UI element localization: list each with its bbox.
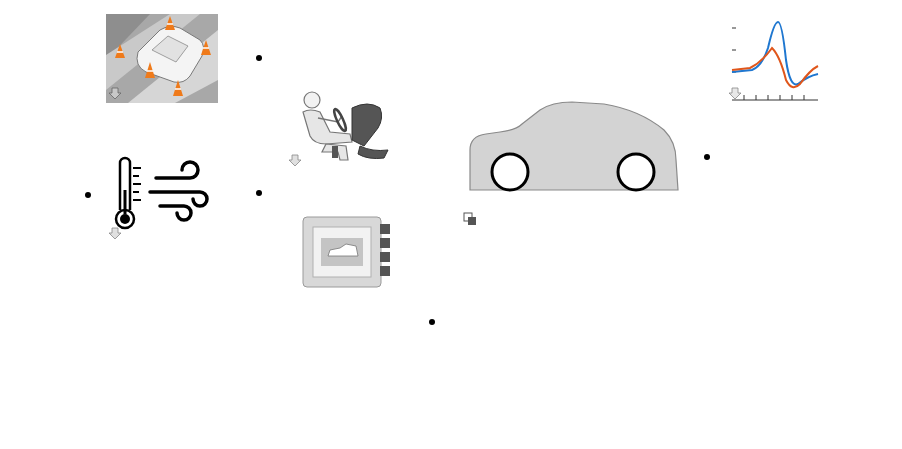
branch-dot	[429, 319, 435, 325]
environment-icon	[106, 148, 218, 244]
branch-dot	[704, 154, 710, 160]
scenarios-icon	[106, 14, 218, 103]
branch-dot	[256, 190, 262, 196]
branch-points	[85, 55, 710, 325]
controllers-icon	[298, 212, 392, 292]
branch-dot	[85, 192, 91, 198]
scope-icon	[728, 14, 821, 104]
branch-dot	[256, 55, 262, 61]
vehicle-icon	[460, 88, 684, 228]
driver-icon	[286, 85, 404, 170]
